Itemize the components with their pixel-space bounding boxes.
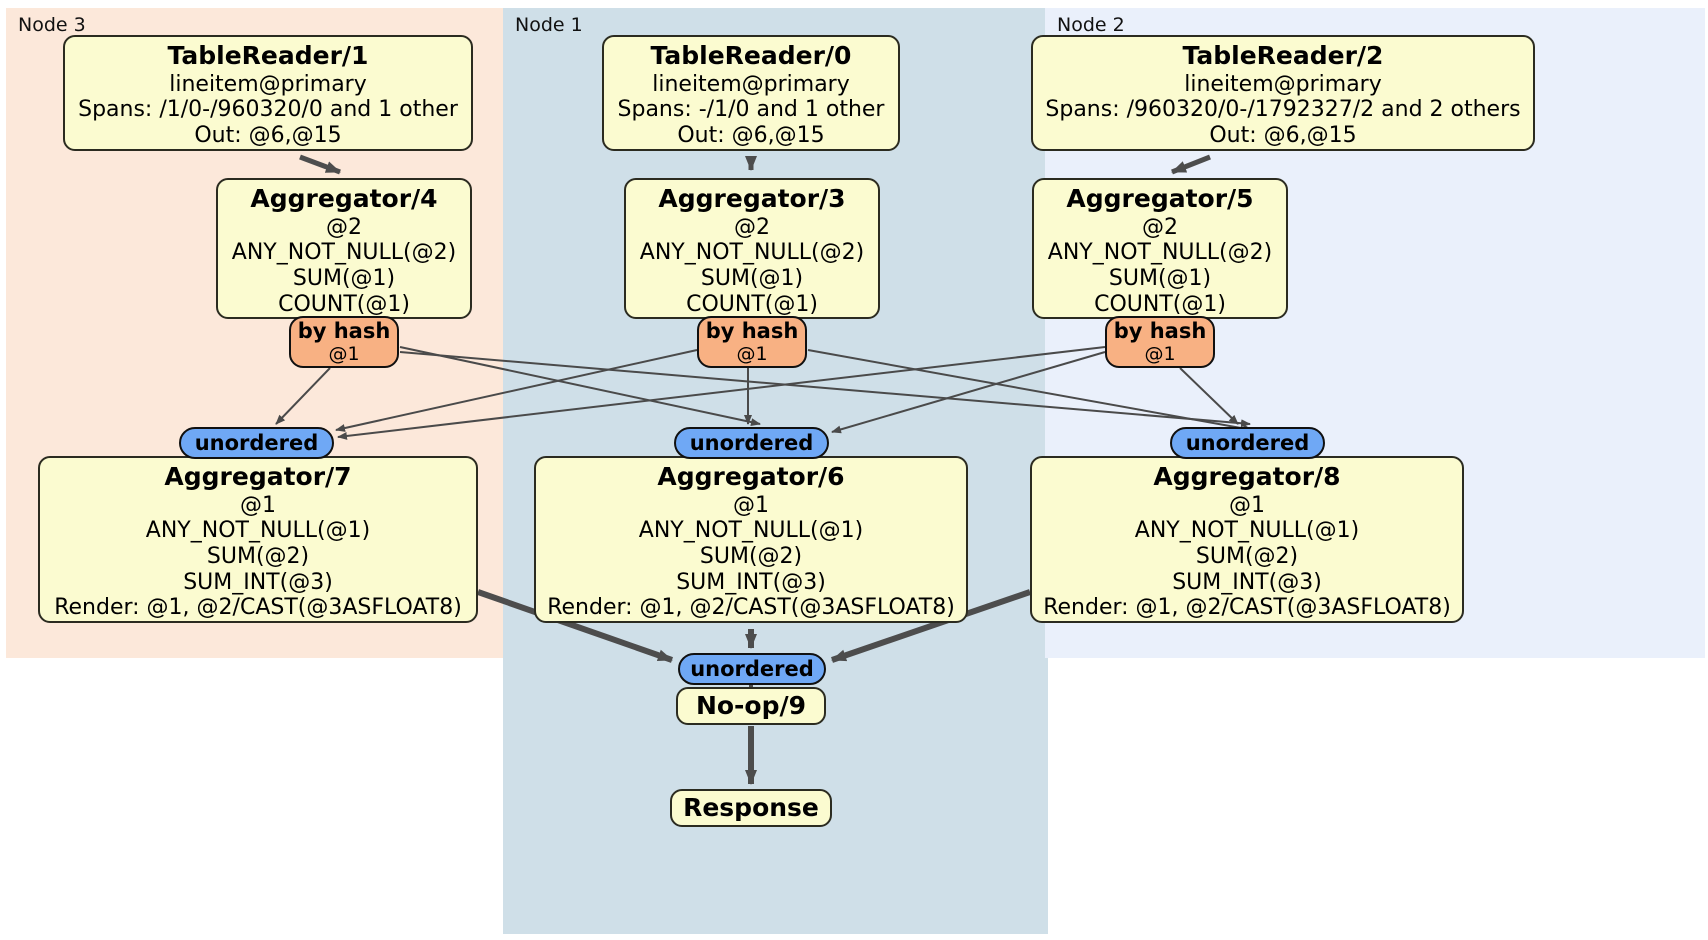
- processor-aggregator-8[interactable]: Aggregator/8 @1 ANY_NOT_NULL(@1) SUM(@2)…: [1030, 456, 1464, 624]
- processor-response[interactable]: Response: [670, 789, 832, 827]
- processor-line: lineitem@primary: [1184, 71, 1382, 97]
- badge-by-hash-aggregator-5[interactable]: by hash @1: [1105, 316, 1215, 368]
- processor-title: Aggregator/3: [658, 184, 846, 213]
- badge-column: @1: [328, 342, 360, 365]
- processor-line: SUM(@1): [700, 265, 804, 291]
- processor-line: ANY_NOT_NULL(@1): [145, 518, 371, 544]
- processor-aggregator-5[interactable]: Aggregator/5 @2 ANY_NOT_NULL(@2) SUM(@1)…: [1032, 178, 1288, 320]
- processor-line: SUM_INT(@3): [1172, 569, 1322, 595]
- processor-line: ANY_NOT_NULL(@2): [1047, 240, 1273, 266]
- processor-title: Aggregator/6: [657, 462, 845, 491]
- badge-unordered-aggregator-7[interactable]: unordered: [179, 427, 334, 459]
- processor-aggregator-7[interactable]: Aggregator/7 @1 ANY_NOT_NULL(@1) SUM(@2)…: [38, 456, 478, 624]
- panel-node-2-label: Node 2: [1057, 14, 1125, 36]
- badge-by-hash-aggregator-3[interactable]: by hash @1: [697, 316, 807, 368]
- processor-line: @1: [733, 492, 769, 518]
- processor-title: TableReader/2: [1182, 41, 1384, 70]
- badge-label: unordered: [194, 430, 319, 455]
- processor-title: Aggregator/5: [1066, 184, 1254, 213]
- processor-table-reader-0[interactable]: TableReader/0 lineitem@primary Spans: -/…: [602, 35, 900, 151]
- processor-line: Render: @1, @2/CAST(@3ASFLOAT8): [547, 595, 955, 621]
- processor-line: Out: @6,@15: [1209, 122, 1357, 148]
- processor-line: COUNT(@1): [1094, 291, 1226, 317]
- processor-line: lineitem@primary: [169, 71, 367, 97]
- processor-no-op-9[interactable]: No-op/9: [676, 687, 826, 725]
- badge-unordered-aggregator-8[interactable]: unordered: [1170, 427, 1325, 459]
- panel-node-1-label: Node 1: [515, 14, 583, 36]
- processor-table-reader-1[interactable]: TableReader/1 lineitem@primary Spans: /1…: [63, 35, 473, 151]
- processor-line: @1: [1229, 492, 1265, 518]
- processor-line: SUM(@2): [1195, 543, 1299, 569]
- badge-label: by hash: [297, 319, 391, 343]
- processor-aggregator-6[interactable]: Aggregator/6 @1 ANY_NOT_NULL(@1) SUM(@2)…: [534, 456, 968, 624]
- processor-line: Out: @6,@15: [194, 122, 342, 148]
- badge-label: unordered: [1185, 430, 1310, 455]
- processor-line: SUM_INT(@3): [676, 569, 826, 595]
- processor-line: SUM_INT(@3): [183, 569, 333, 595]
- processor-line: COUNT(@1): [686, 291, 818, 317]
- processor-title: TableReader/1: [167, 41, 369, 70]
- badge-label: unordered: [689, 430, 814, 455]
- processor-line: Render: @1, @2/CAST(@3ASFLOAT8): [54, 595, 462, 621]
- processor-aggregator-4[interactable]: Aggregator/4 @2 ANY_NOT_NULL(@2) SUM(@1)…: [216, 178, 472, 320]
- processor-line: Out: @6,@15: [677, 122, 825, 148]
- processor-title: Aggregator/7: [164, 462, 352, 491]
- processor-line: lineitem@primary: [652, 71, 850, 97]
- processor-line: SUM(@2): [699, 543, 803, 569]
- processor-title: Aggregator/8: [1153, 462, 1341, 491]
- processor-line: ANY_NOT_NULL(@1): [1134, 518, 1360, 544]
- processor-line: Spans: -/1/0 and 1 other: [617, 97, 885, 123]
- processor-line: Spans: /1/0-/960320/0 and 1 other: [78, 97, 458, 123]
- panel-node-3-label: Node 3: [18, 14, 86, 36]
- badge-column: @1: [1144, 342, 1176, 365]
- badge-column: @1: [736, 342, 768, 365]
- processor-aggregator-3[interactable]: Aggregator/3 @2 ANY_NOT_NULL(@2) SUM(@1)…: [624, 178, 880, 320]
- processor-line: ANY_NOT_NULL(@2): [231, 240, 457, 266]
- processor-line: COUNT(@1): [278, 291, 410, 317]
- processor-title: TableReader/0: [650, 41, 852, 70]
- badge-unordered-aggregator-6[interactable]: unordered: [674, 427, 829, 459]
- processor-line: SUM(@1): [1108, 265, 1212, 291]
- badge-unordered-no-op-9[interactable]: unordered: [678, 653, 826, 685]
- processor-line: SUM(@2): [206, 543, 310, 569]
- processor-table-reader-2[interactable]: TableReader/2 lineitem@primary Spans: /9…: [1031, 35, 1535, 151]
- processor-line: Render: @1, @2/CAST(@3ASFLOAT8): [1043, 595, 1451, 621]
- processor-title: Response: [683, 792, 819, 822]
- processor-line: @2: [326, 214, 362, 240]
- badge-by-hash-aggregator-4[interactable]: by hash @1: [289, 316, 399, 368]
- processor-line: @2: [734, 214, 770, 240]
- processor-line: ANY_NOT_NULL(@2): [639, 240, 865, 266]
- processor-line: SUM(@1): [292, 265, 396, 291]
- processor-line: Spans: /960320/0-/1792327/2 and 2 others: [1045, 97, 1521, 123]
- badge-label: unordered: [690, 656, 814, 681]
- badge-label: by hash: [1113, 319, 1207, 343]
- processor-title: Aggregator/4: [250, 184, 438, 213]
- badge-label: by hash: [705, 319, 799, 343]
- processor-line: ANY_NOT_NULL(@1): [638, 518, 864, 544]
- processor-line: @2: [1142, 214, 1178, 240]
- processor-title: No-op/9: [695, 690, 807, 720]
- processor-line: @1: [240, 492, 276, 518]
